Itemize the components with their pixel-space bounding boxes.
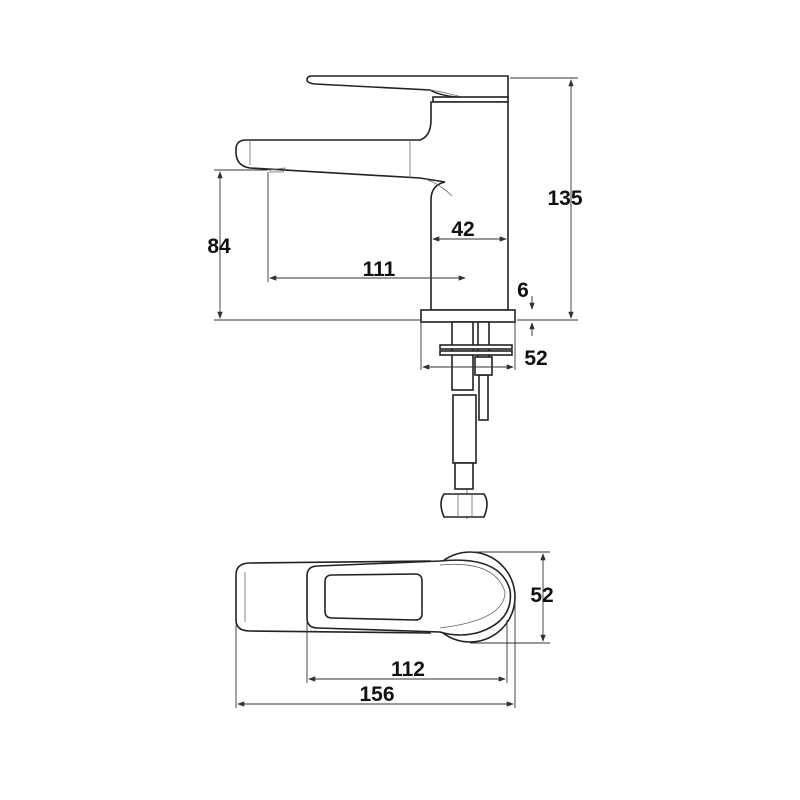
dim-lever-length: 112 (391, 658, 425, 681)
mounting-nut (474, 356, 493, 376)
handle-lever (306, 75, 509, 99)
inlet-pipe (451, 321, 474, 391)
dim-flange-diameter: 52 (524, 347, 547, 370)
dim-flange-thickness: 6 (517, 279, 529, 302)
base-flange (420, 309, 516, 323)
washer-top (439, 344, 513, 350)
hose-ferrule (454, 462, 474, 490)
top-view (235, 551, 516, 643)
hose-nut (440, 493, 488, 518)
dim-total-height: 135 (547, 187, 582, 210)
dim-spout-height: 84 (207, 235, 231, 258)
stud-end (478, 374, 489, 421)
dim-body-diameter: 42 (451, 218, 474, 241)
side-view (235, 75, 516, 520)
dim-total-length: 156 (359, 683, 394, 706)
lever-window (324, 573, 423, 621)
faucet-body (235, 101, 509, 311)
flex-hose (452, 394, 477, 464)
dim-top-width: 52 (530, 584, 553, 607)
side-dimensions: 135 84 111 42 6 52 (207, 77, 583, 370)
top-dimensions: 52 112 156 (235, 551, 554, 708)
dim-spout-reach: 111 (363, 258, 396, 281)
washer-bottom (439, 350, 513, 356)
